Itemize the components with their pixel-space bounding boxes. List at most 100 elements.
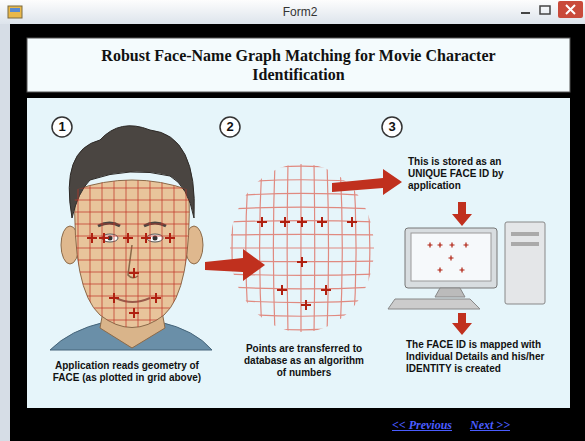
point-mark xyxy=(277,285,287,295)
grid-line xyxy=(78,170,79,345)
drive-slot xyxy=(511,242,539,246)
grid-line xyxy=(60,344,205,345)
maximize-button xyxy=(540,6,550,14)
grid-line xyxy=(60,308,205,309)
face-drawing xyxy=(50,126,212,350)
point-mark xyxy=(165,233,175,243)
keyboard xyxy=(388,299,480,309)
callout-number: 3 xyxy=(382,117,402,137)
point-marks xyxy=(87,233,175,318)
grid-line xyxy=(126,170,127,345)
step-circle xyxy=(382,117,402,137)
step-text: This is stored as an UNIQUE FACE ID by a… xyxy=(408,156,538,192)
grid-line xyxy=(60,188,205,189)
grid-line xyxy=(228,313,376,316)
grid-line xyxy=(60,224,205,225)
grid-line xyxy=(228,300,376,303)
grid-line xyxy=(60,320,205,321)
app-icon xyxy=(10,8,20,12)
point-mark xyxy=(428,243,433,248)
arrow xyxy=(332,169,402,195)
grid-line xyxy=(228,207,376,209)
grid-line xyxy=(102,170,103,345)
point-mark xyxy=(449,256,454,261)
grid-line xyxy=(228,193,376,196)
grid-line xyxy=(228,166,376,170)
grid-line xyxy=(150,170,151,345)
step-text: Points are transferred to database as an… xyxy=(240,343,368,379)
heading-band xyxy=(27,38,570,92)
face xyxy=(75,180,190,328)
monitor xyxy=(405,228,497,288)
grid-line xyxy=(228,234,376,236)
point-mark xyxy=(87,233,97,243)
point-mark xyxy=(109,293,119,303)
page-heading: Robust Face-Name Graph Matching for Movi… xyxy=(84,46,514,84)
point-marks xyxy=(257,217,357,310)
point-mark xyxy=(123,233,133,243)
point-mark xyxy=(347,217,357,227)
point-mark xyxy=(438,268,443,273)
point-mark xyxy=(151,293,161,303)
previous-link: << Previous xyxy=(392,418,452,433)
grid-line xyxy=(60,212,205,213)
grid-line xyxy=(138,170,139,345)
step-circle xyxy=(52,117,72,137)
step-text: Application reads geometry of FACE (as p… xyxy=(52,360,202,384)
grid-line xyxy=(60,284,205,285)
point-mark xyxy=(280,217,290,227)
point-mark xyxy=(464,243,469,248)
app-icon xyxy=(8,6,22,18)
point-mark xyxy=(438,243,443,248)
hair xyxy=(69,126,194,218)
step-circle xyxy=(220,117,240,137)
point-mark xyxy=(317,217,327,227)
arrow xyxy=(452,202,472,226)
client-area xyxy=(10,24,585,441)
grid-line xyxy=(162,170,163,345)
point-mark xyxy=(257,217,267,227)
grid-line xyxy=(114,170,115,345)
grid-line xyxy=(60,200,205,201)
next-link: Next >> xyxy=(470,418,510,433)
grid-line xyxy=(60,176,205,177)
arrow xyxy=(205,249,265,281)
point-mark xyxy=(141,233,151,243)
point-marks xyxy=(428,243,469,273)
close-button xyxy=(558,1,583,18)
window-title: Form2 xyxy=(250,5,350,19)
arrow xyxy=(452,313,472,335)
grid-line xyxy=(60,260,205,261)
point-mark xyxy=(460,268,465,273)
callout-number: 2 xyxy=(220,117,240,137)
point-mark xyxy=(321,285,331,295)
point-mark xyxy=(450,243,455,248)
picture-panel xyxy=(27,98,570,408)
grid-line xyxy=(66,170,67,345)
close-button xyxy=(566,5,575,14)
drive-slot xyxy=(511,232,539,236)
grid-line xyxy=(60,332,205,333)
mouth xyxy=(116,298,150,302)
grid-line xyxy=(60,248,205,249)
grid-line xyxy=(60,296,205,297)
grid-line xyxy=(186,170,187,345)
point-mark xyxy=(297,257,307,267)
point-mark xyxy=(301,300,311,310)
grid-line xyxy=(228,326,376,330)
computer-tower xyxy=(505,222,545,304)
grid-line xyxy=(198,170,199,345)
face-grid xyxy=(60,170,205,345)
grid-line xyxy=(174,170,175,345)
computer xyxy=(388,222,545,309)
grid-line xyxy=(228,247,376,248)
monitor-stand xyxy=(435,288,465,297)
point-mark xyxy=(99,233,109,243)
callout-number: 1 xyxy=(52,117,72,137)
monitor-screen xyxy=(411,233,491,281)
step-text: The FACE ID is mapped with Individual De… xyxy=(406,339,568,375)
title-bar xyxy=(0,0,585,24)
minimize-button xyxy=(521,12,530,14)
heading-box: Robust Face-Name Graph Matching for Movi… xyxy=(27,38,570,92)
point-mark xyxy=(129,268,139,278)
